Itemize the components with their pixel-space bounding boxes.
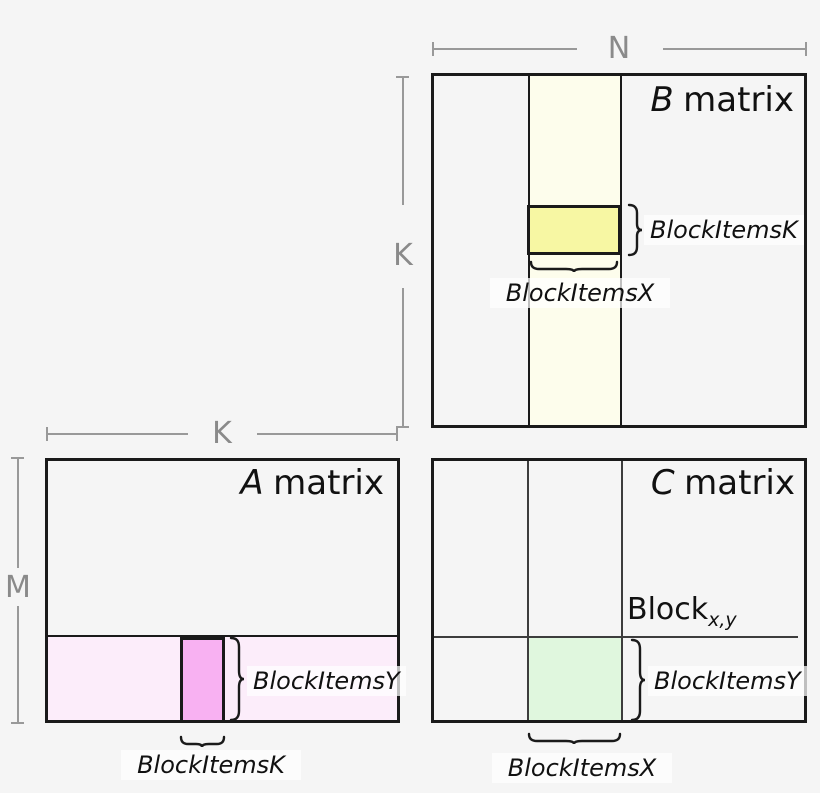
- c-matrix-title-word: matrix: [684, 463, 795, 503]
- m-dim-line-upper: [17, 458, 19, 568]
- m-dim-tick-bottom: [11, 722, 24, 724]
- n-dim-tick-left: [432, 42, 434, 56]
- c-blockitemsx-underbrace-icon: [527, 732, 622, 745]
- m-dim-line-lower: [17, 606, 19, 723]
- a-matrix-title-letter: A: [240, 463, 264, 503]
- k-top-dim-line-left: [47, 433, 188, 435]
- c-blockitemsy-brace-icon: [630, 638, 646, 722]
- n-dim-line-right: [663, 48, 807, 50]
- c-block-xy-subscript: x,y: [708, 609, 737, 631]
- b-matrix-title-word: matrix: [683, 80, 794, 120]
- k-left-dim-tick-bottom: [396, 426, 409, 428]
- m-dim-label: M: [5, 570, 31, 605]
- k-top-dim-tick-left: [46, 427, 48, 441]
- c-matrix-title-letter: C: [650, 463, 675, 503]
- b-blockitemsx-label: BlockItemsX: [490, 278, 670, 308]
- a-blockitemsk-label: BlockItemsK: [121, 750, 301, 780]
- c-matrix-outline: [431, 458, 807, 723]
- k-left-dim-tick-top: [396, 76, 409, 78]
- c-block-xy-text: Block: [627, 592, 709, 627]
- c-matrix-inner-hline: [434, 636, 798, 638]
- k-left-dim-label: K: [393, 238, 413, 273]
- a-matrix-title-word: matrix: [273, 463, 384, 503]
- n-dim-line-left: [433, 48, 577, 50]
- a-blockitemsk-underbrace-icon: [179, 735, 226, 748]
- c-blockitemsy-label: BlockItemsY: [648, 666, 807, 696]
- k-left-dim-line-lower: [402, 288, 404, 427]
- a-blockitemsy-brace-icon: [229, 636, 245, 722]
- c-matrix-inner-vline-right: [621, 461, 623, 720]
- c-matrix-green-block: [529, 638, 621, 720]
- c-matrix-inner-vline-left: [527, 461, 529, 720]
- a-matrix-magenta-block: [180, 637, 225, 723]
- n-dim-label: N: [607, 31, 631, 66]
- k-top-dim-tick-right: [396, 427, 398, 441]
- n-dim-tick-right: [805, 42, 807, 56]
- b-matrix-outline: [431, 73, 807, 428]
- c-blockitemsx-label: BlockItemsX: [492, 753, 672, 783]
- m-dim-tick-top: [11, 457, 24, 459]
- b-blockitemsk-label: BlockItemsK: [644, 215, 804, 245]
- k-top-dim-label: K: [212, 416, 232, 451]
- b-blockitemsx-underbrace-icon: [529, 260, 619, 273]
- k-top-dim-line-right: [257, 433, 398, 435]
- k-left-dim-line-upper: [402, 77, 404, 205]
- b-blockitemsk-brace-icon: [627, 203, 643, 257]
- a-blockitemsy-label: BlockItemsY: [247, 666, 406, 696]
- c-block-xy-label: Blockx,y: [627, 592, 737, 631]
- b-matrix-title-letter: B: [650, 80, 674, 120]
- b-matrix-yellow-block: [527, 205, 621, 255]
